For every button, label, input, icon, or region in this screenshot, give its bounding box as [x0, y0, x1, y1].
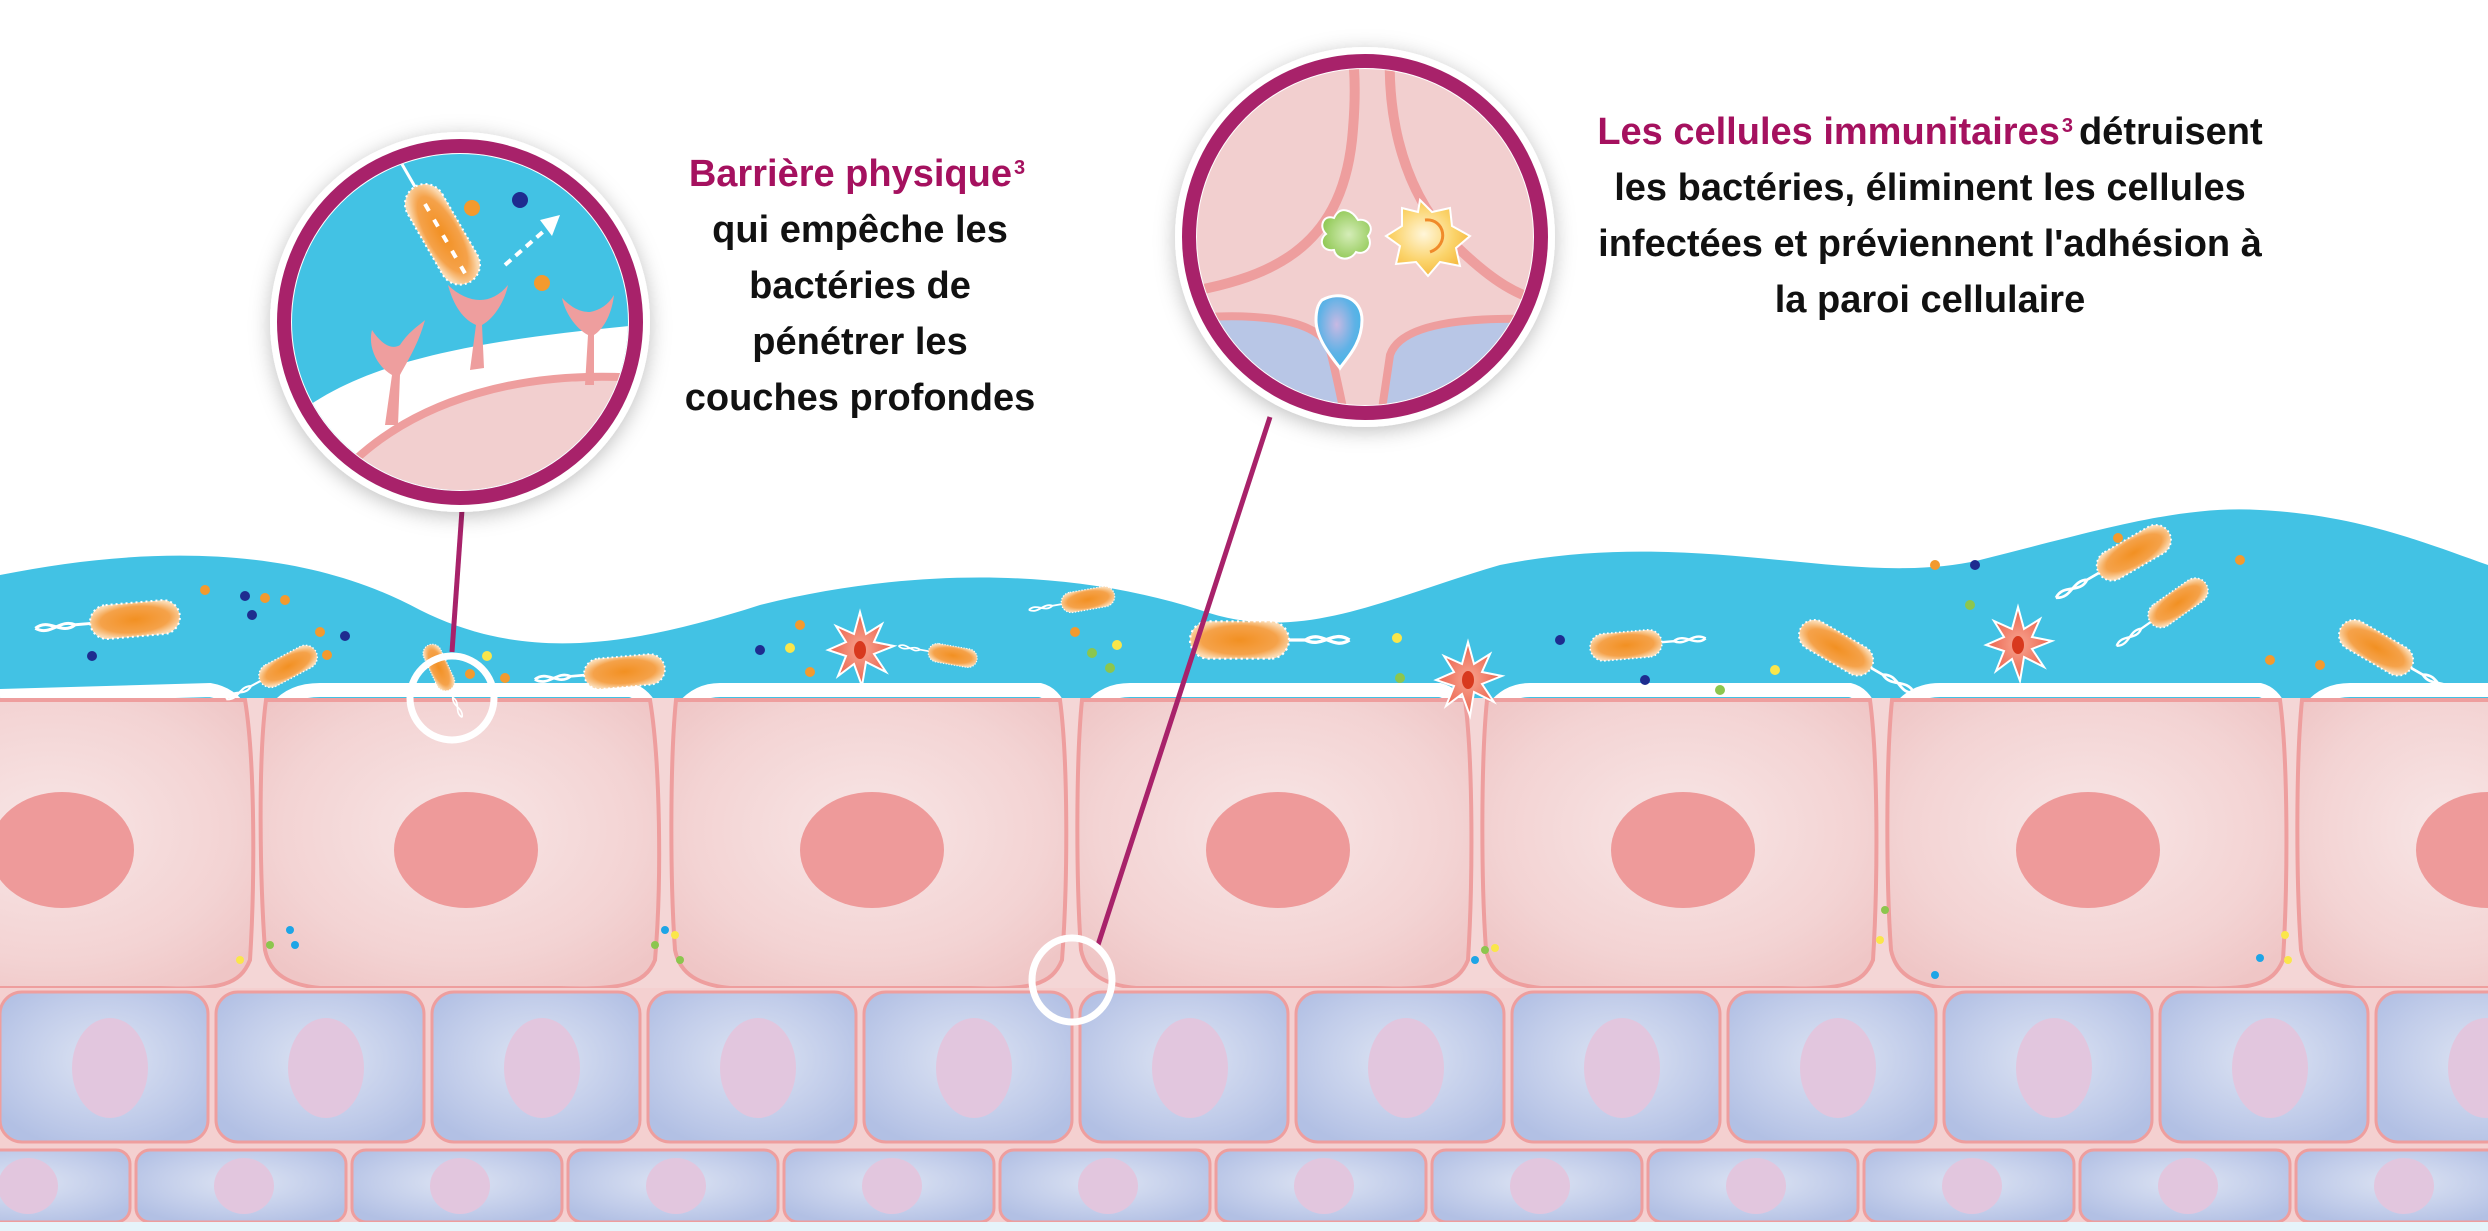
leader-line-immune — [1094, 416, 1273, 949]
inset-immune-content — [1197, 69, 1533, 405]
highlight-ring-barrier — [406, 652, 498, 744]
blue-immune-cell — [1314, 294, 1364, 371]
caption-immune-first-line-rest: détruisent — [2078, 111, 2263, 153]
caption-barrier-line: bactéries de — [749, 265, 971, 307]
epithelial-cell-layer — [0, 698, 2488, 998]
basal-cell-layer-1 — [0, 988, 2488, 1148]
caption-immune-line: la paroi cellulaire — [1774, 279, 2086, 321]
basal-cell-layer-2 — [0, 1146, 2488, 1231]
epithelial-surface — [0, 682, 2488, 762]
leader-line-barrier — [449, 509, 465, 653]
green-immune-cell — [1320, 209, 1372, 260]
caption-barrier-line: qui empêche les — [712, 209, 1008, 251]
epithelial-nuclei — [0, 792, 2488, 908]
caption-immune-line: infectées et préviennent l'adhésion à — [1598, 223, 2262, 265]
barrier-highlight-label: Barrière physique — [688, 153, 1012, 195]
yellow-immune-cell — [1384, 197, 1472, 278]
particles — [87, 533, 2325, 979]
reference-superscript: 3 — [2061, 115, 2073, 137]
reference-superscript: 3 — [1014, 157, 1026, 179]
highlight-ring-immune — [1028, 934, 1116, 1026]
callout-leaders — [406, 416, 1273, 1026]
inset-barrier-content — [292, 154, 628, 490]
caption-barrier-line: pénétrer les — [752, 321, 968, 363]
immune-highlight-label: Les cellules immunitaires — [1597, 111, 2060, 153]
caption-barrier-line: couches profondes — [684, 377, 1036, 419]
caption-immune-line: les bactéries, éliminent les cellules — [1614, 167, 2246, 209]
